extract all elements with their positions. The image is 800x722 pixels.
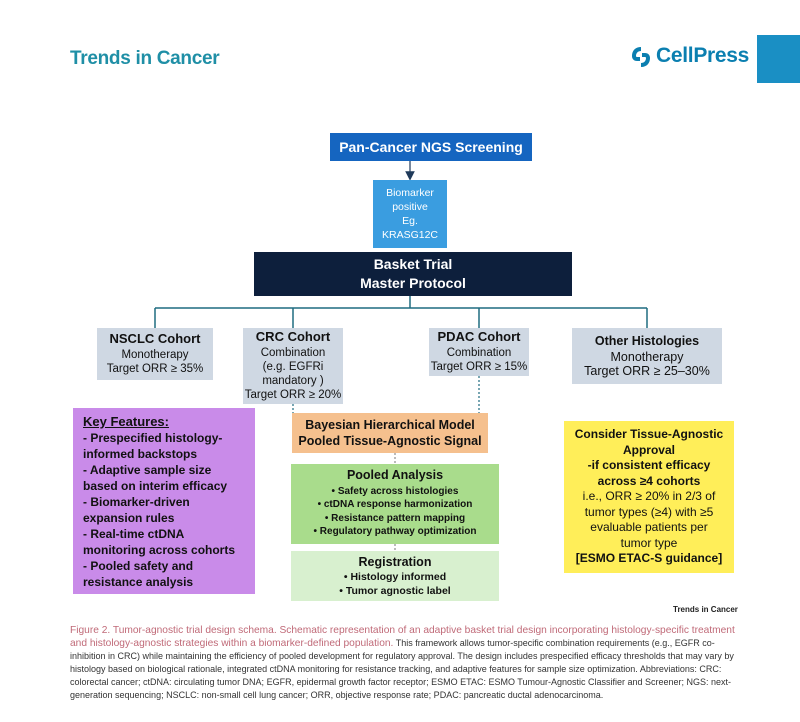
screening-box: Pan-Cancer NGS Screening [330, 133, 532, 161]
caption-title: Figure 2. Tumor-agnostic trial design sc… [70, 625, 735, 649]
cohort-line: Combination [446, 347, 512, 359]
biomarker-line: positive [392, 201, 428, 213]
approval-heading-line: -if consistent efficacy [587, 458, 711, 473]
esmo-guidance: [ESMO ETAC-S guidance] [575, 551, 723, 566]
key-feature-item: - Real-time ctDNA monitoring across coho… [83, 527, 236, 557]
bayesian-model-box: Bayesian Hierarchical Model Pooled Tissu… [292, 413, 488, 453]
registration-item: • Histology informed [343, 570, 447, 583]
publisher-logo-text: CellPress [656, 44, 750, 67]
bayesian-line: Pooled Tissue-Agnostic Signal [298, 434, 482, 448]
approval-detail-line: tumor type [620, 535, 678, 550]
cohort-title: NSCLC Cohort [109, 331, 201, 346]
figure-credit: Trends in Cancer [673, 605, 738, 614]
cohort-title: CRC Cohort [255, 329, 331, 344]
bayesian-line: Bayesian Hierarchical Model [305, 418, 475, 432]
cohort-line: Combination [260, 347, 326, 359]
cellpress-logo-icon [632, 47, 650, 67]
registration-item: • Tumor agnostic label [339, 584, 451, 597]
cohort-line: Target ORR ≥ 25–30% [584, 364, 710, 378]
registration-title: Registration [358, 554, 432, 569]
basket-trial-box: Basket Trial Master Protocol [254, 252, 572, 296]
registration-box: Registration • Histology informed • Tumo… [291, 551, 499, 601]
key-features-title: Key Features: [83, 414, 169, 429]
biomarker-line: KRASG12C [381, 229, 439, 241]
key-feature-item: - Biomarker-driven expansion rules [83, 495, 190, 525]
journal-title: Trends in Cancer [70, 48, 220, 69]
crc-cohort-box: CRC Cohort Combination (e.g. EGFRi manda… [243, 328, 343, 404]
approval-detail-line: tumor types (≥4) with ≥5 [584, 504, 714, 519]
biomarker-box: Biomarker positive Eg. KRASG12C [373, 180, 447, 248]
key-feature-item: - Prespecified histology-informed backst… [83, 431, 223, 461]
cohort-line: Target ORR ≥ 35% [106, 363, 204, 375]
side-tab [757, 35, 800, 83]
key-feature-item: - Adaptive sample size based on interim … [83, 463, 228, 493]
approval-heading-line: Consider Tissue-Agnostic [574, 427, 724, 442]
basket-line: Basket Trial [373, 256, 453, 272]
pooled-analysis-item: • ctDNA response harmonization [317, 499, 473, 511]
screening-label: Pan-Cancer NGS Screening [339, 139, 523, 155]
nsclc-cohort-box: NSCLC Cohort Monotherapy Target ORR ≥ 35… [97, 328, 213, 380]
key-feature-item: - Pooled safety and resistance analysis [83, 559, 194, 589]
cohort-line: mandatory ) [262, 375, 324, 387]
approval-heading-line: across ≥4 cohorts [597, 473, 701, 488]
approval-detail-line: i.e., ORR ≥ 20% in 2/3 of [582, 489, 716, 504]
biomarker-line: Eg. [402, 215, 418, 227]
pooled-analysis-item: • Regulatory pathway optimization [313, 526, 477, 538]
approval-detail-line: evaluable patients per [590, 520, 708, 535]
cohort-title: PDAC Cohort [437, 329, 521, 344]
pdac-cohort-box: PDAC Cohort Combination Target ORR ≥ 15% [429, 328, 529, 376]
cohort-line: Target ORR ≥ 20% [244, 389, 342, 401]
caption-body: This framework allows tumor-specific com… [70, 638, 734, 700]
approval-heading-line: Approval [622, 442, 675, 457]
biomarker-line: Biomarker [386, 187, 434, 199]
key-features-box: Key Features: - Prespecified histology-i… [73, 408, 255, 594]
cohort-line: Monotherapy [121, 349, 189, 361]
figure-caption: Figure 2. Tumor-agnostic trial design sc… [70, 624, 750, 702]
tissue-agnostic-approval-box: Consider Tissue-Agnostic Approval -if co… [564, 421, 734, 573]
pooled-analysis-title: Pooled Analysis [346, 468, 444, 483]
cohort-title: Other Histologies [594, 334, 700, 348]
cohort-line: (e.g. EGFRi [262, 361, 324, 373]
cohort-line: Monotherapy [610, 350, 684, 364]
pooled-analysis-item: • Resistance pattern mapping [324, 512, 466, 524]
other-histologies-cohort-box: Other Histologies Monotherapy Target ORR… [572, 328, 722, 384]
basket-line: Master Protocol [360, 275, 466, 291]
cohort-line: Target ORR ≥ 15% [430, 361, 528, 373]
pooled-analysis-box: Pooled Analysis • Safety across histolog… [291, 464, 499, 544]
pooled-analysis-item: • Safety across histologies [331, 485, 459, 497]
